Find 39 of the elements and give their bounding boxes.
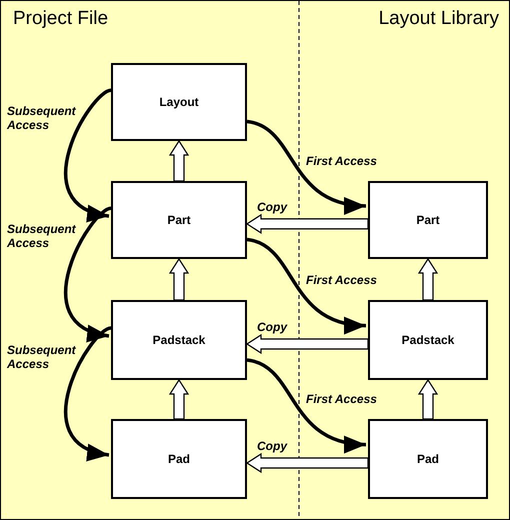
hollow-arrow xyxy=(168,258,190,301)
edge-label: First Access xyxy=(306,273,378,287)
hollow-arrow xyxy=(418,378,438,420)
curved-arrow xyxy=(246,120,366,214)
hollow-arrow xyxy=(168,140,190,182)
curved-arrow xyxy=(64,88,112,220)
process-box xyxy=(111,300,247,380)
process-box xyxy=(368,419,488,499)
process-box xyxy=(111,63,247,141)
curved-arrow xyxy=(64,206,112,340)
box-label: Layout xyxy=(159,94,199,111)
curved-arrow xyxy=(64,326,112,459)
hollow-arrow xyxy=(168,378,190,420)
edge-label: Subsequent Access xyxy=(7,104,77,132)
edge-label: Subsequent Access xyxy=(7,343,77,371)
hollow-arrow xyxy=(246,452,369,474)
edge-label: Subsequent Access xyxy=(7,222,77,250)
edge-label: First Access xyxy=(306,392,378,406)
edge-label: Copy xyxy=(257,439,288,453)
section-title: Layout Library xyxy=(378,7,499,31)
process-box xyxy=(111,181,247,259)
edge-label: Copy xyxy=(257,320,288,334)
box-label: Padstack xyxy=(152,332,206,349)
process-box xyxy=(111,419,247,499)
section-title: Project File xyxy=(13,7,108,31)
curved-arrow xyxy=(246,238,366,333)
edge-label: First Access xyxy=(306,154,378,168)
box-label: Part xyxy=(167,212,191,229)
process-box xyxy=(368,300,488,380)
curved-arrow xyxy=(246,358,366,452)
hollow-arrow xyxy=(246,334,369,354)
hollow-arrow xyxy=(246,214,369,234)
hollow-arrow xyxy=(418,258,438,301)
edge-label: Copy xyxy=(257,200,288,214)
box-label: Pad xyxy=(168,451,190,468)
process-box xyxy=(368,181,488,259)
box-label: Part xyxy=(416,212,440,229)
box-label: Pad xyxy=(416,451,439,468)
box-label: Padstack xyxy=(402,332,454,349)
